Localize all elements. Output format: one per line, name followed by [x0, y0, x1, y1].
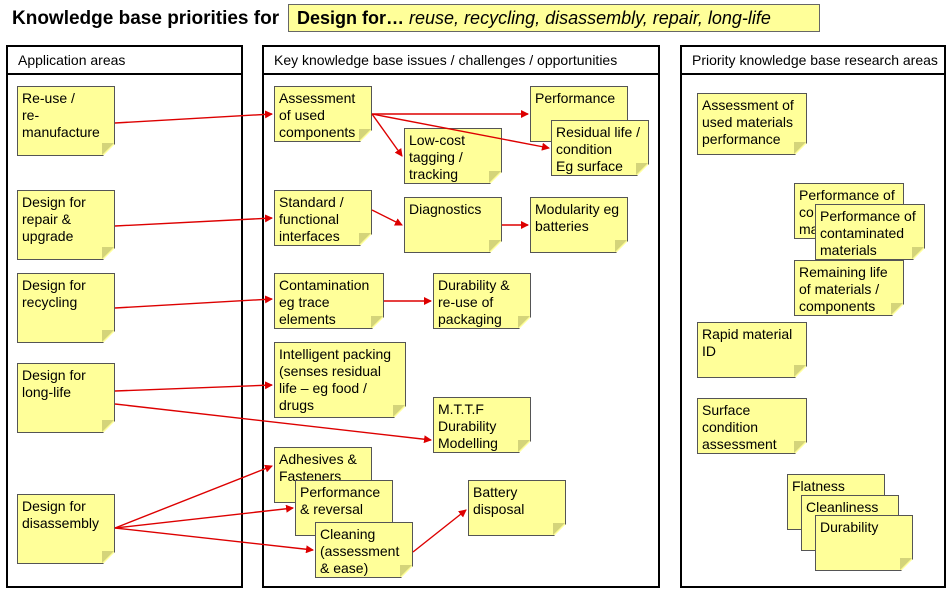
note-reuse: Re-use / re- manufacture [17, 86, 115, 156]
note-text: Design for repair & upgrade [22, 194, 86, 244]
note-design-disassembly: Design for disassembly [17, 494, 115, 564]
note-standard-interfaces: Standard / functional interfaces [274, 190, 372, 246]
note-text: Assessment of used materials performance [702, 97, 794, 147]
note-battery-disposal: Battery disposal [468, 480, 566, 536]
note-text: Modularity eg batteries [535, 201, 620, 234]
note-text: Durability [820, 519, 879, 535]
note-text: Re-use / re- manufacture [22, 90, 100, 140]
title-box: Design for… reuse, recycling, disassembl… [288, 4, 820, 32]
note-text: Design for long-life [22, 367, 86, 400]
note-text: Durability & re-use of packaging [438, 277, 510, 327]
note-remaining-life: Remaining life of materials / components [794, 260, 904, 316]
note-packaging-durability: Durability & re-use of packaging [433, 273, 531, 329]
column-header-research: Priority knowledge base research areas [682, 47, 944, 75]
note-text: Rapid material ID [702, 326, 793, 359]
note-text: Design for recycling [22, 277, 86, 310]
page-title: Knowledge base priorities for [12, 8, 280, 29]
note-assessment-used-components: Assessment of used components [274, 86, 372, 142]
note-text: Remaining life of materials / components [799, 264, 888, 314]
column-header-issues: Key knowledge base issues / challenges /… [264, 47, 658, 75]
note-modularity: Modularity eg batteries [530, 197, 628, 253]
note-rapid-material-id: Rapid material ID [697, 322, 807, 378]
note-durability: Durability [815, 515, 913, 571]
note-text: Intelligent packing (senses residual lif… [279, 346, 392, 413]
note-design-longlife: Design for long-life [17, 363, 115, 433]
note-contamination: Contamination eg trace elements [274, 273, 384, 329]
note-text: Performance of contaminated materials [820, 208, 916, 258]
note-residual-life: Residual life / condition Eg surface [551, 120, 649, 176]
note-used-materials-performance: Assessment of used materials performance [697, 93, 807, 155]
note-text: Surface condition assessment [702, 402, 777, 452]
note-text: M.T.T.F Durability Modelling [438, 401, 498, 451]
title-box-bold: Design for… [297, 8, 405, 28]
note-text: Low-cost tagging / tracking [409, 132, 466, 182]
note-text: Assessment of used components [279, 90, 356, 140]
note-text: Standard / functional interfaces [279, 194, 344, 244]
note-text: Adhesives & Fasteners [279, 451, 357, 484]
note-text: Battery disposal [473, 484, 525, 517]
note-text: Performance & reversal [300, 484, 381, 517]
title-box-italic: reuse, recycling, disassembly, repair, l… [409, 8, 771, 28]
note-design-recycling: Design for recycling [17, 273, 115, 343]
note-design-repair: Design for repair & upgrade [17, 190, 115, 260]
column-header-application: Application areas [8, 47, 241, 75]
note-cleaning: Cleaning (assessment & ease) [315, 522, 413, 578]
note-text: Flatness [792, 478, 845, 494]
note-surface-condition: Surface condition assessment [697, 398, 807, 454]
note-text: Diagnostics [409, 201, 482, 217]
note-performance-contaminated: Performance of contaminated materials [815, 204, 925, 260]
note-text: Cleanliness [806, 499, 879, 515]
note-intelligent-packing: Intelligent packing (senses residual lif… [274, 342, 406, 418]
note-low-cost-tagging: Low-cost tagging / tracking [404, 128, 502, 184]
note-text: Performance [535, 90, 616, 106]
note-mttf: M.T.T.F Durability Modelling [433, 397, 531, 453]
note-text: Contamination eg trace elements [279, 277, 370, 327]
note-text: Design for disassembly [22, 498, 100, 531]
note-text: Residual life / condition Eg surface [556, 124, 641, 174]
note-diagnostics: Diagnostics [404, 197, 502, 253]
note-text: Performance of co ma [799, 187, 895, 237]
note-text: Cleaning (assessment & ease) [320, 526, 400, 576]
